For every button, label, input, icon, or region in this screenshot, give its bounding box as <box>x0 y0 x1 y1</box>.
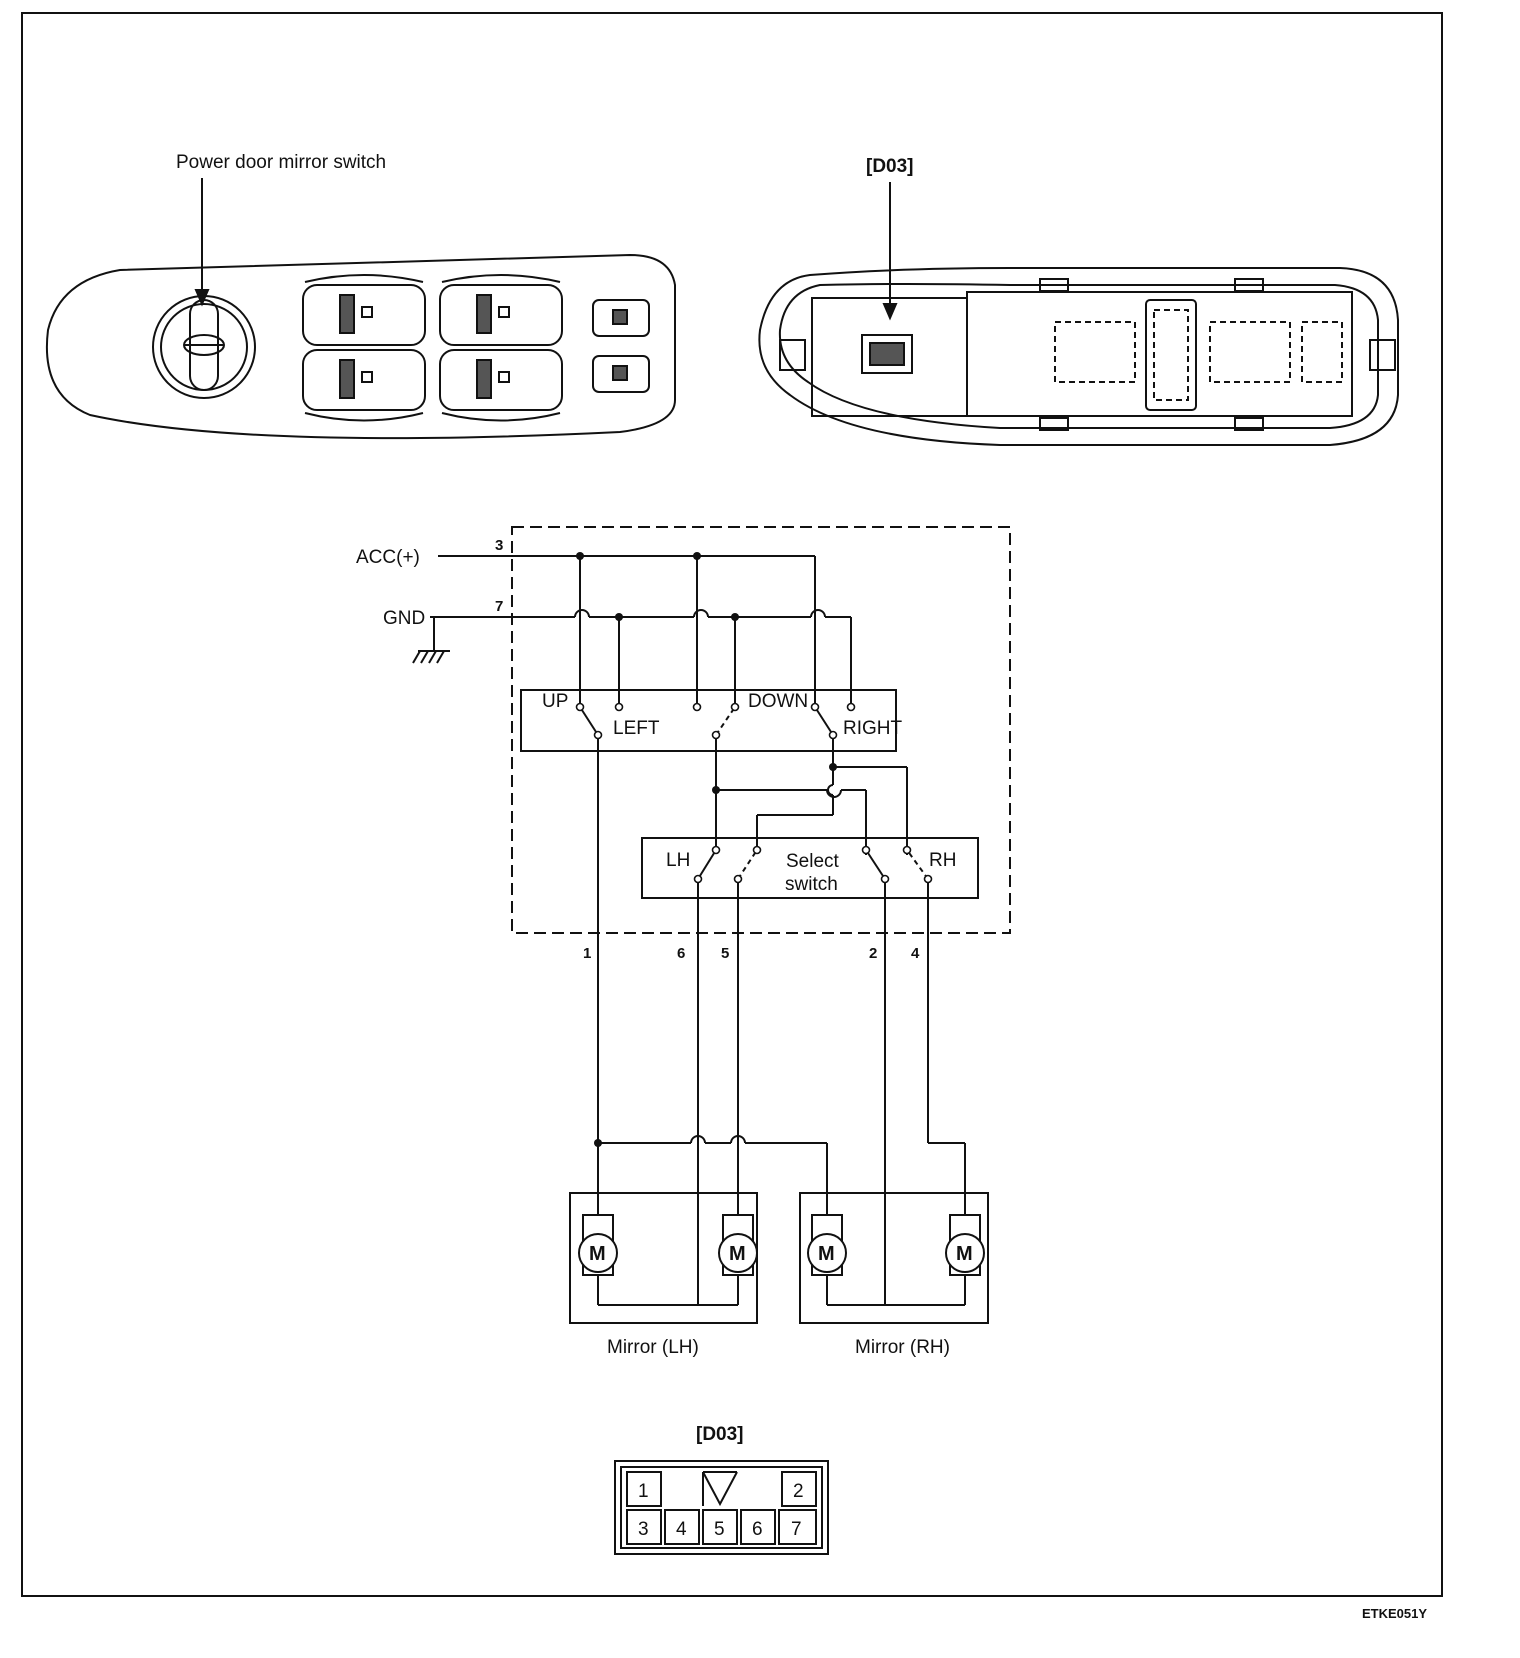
connector-cell-5: 5 <box>714 1519 725 1540</box>
output-pin-4: 4 <box>911 945 920 962</box>
connector-cell-1: 1 <box>638 1481 649 1502</box>
connector-label-top: [D03] <box>866 156 914 177</box>
connector-cell-2: 2 <box>793 1481 804 1502</box>
output-pin-6: 6 <box>677 945 685 962</box>
output-pin-2: 2 <box>869 945 877 962</box>
contact-terminals <box>575 702 933 884</box>
output-pin-5: 5 <box>721 945 729 962</box>
select-label: Select <box>786 851 840 872</box>
connector-cell-3: 3 <box>638 1519 649 1540</box>
acc-label: ACC(+) <box>356 547 420 568</box>
motor-label-3: M <box>818 1243 835 1265</box>
motor-label-2: M <box>729 1243 746 1265</box>
mirror-rh-label: Mirror (RH) <box>855 1337 950 1358</box>
motor-label-4: M <box>956 1243 973 1265</box>
right-label: RIGHT <box>843 718 903 739</box>
figure-frame <box>21 12 1443 1597</box>
up-label: UP <box>542 691 568 712</box>
mirror-switch-label: Power door mirror switch <box>176 152 386 173</box>
rh-label: RH <box>929 850 956 871</box>
gnd-pin: 7 <box>495 598 503 615</box>
acc-pin: 3 <box>495 537 503 554</box>
figure-code: ETKE051Y <box>1362 1606 1427 1621</box>
connector-cell-4: 4 <box>676 1519 687 1540</box>
junction-dots <box>576 552 837 1147</box>
switch-label: switch <box>785 874 838 895</box>
connector-cell-7: 7 <box>791 1519 802 1540</box>
door-switch-panel-rear <box>758 182 1399 446</box>
down-label: DOWN <box>748 691 808 712</box>
motor-label-1: M <box>589 1243 606 1265</box>
schematic-wiring <box>412 555 989 1324</box>
connector-cell-6: 6 <box>752 1519 763 1540</box>
connector-label-bottom: [D03] <box>696 1424 744 1445</box>
gnd-label: GND <box>383 608 425 629</box>
switch-assembly-boundary <box>511 526 1011 934</box>
connector-d03 <box>614 1460 829 1555</box>
lh-label: LH <box>666 850 690 871</box>
left-label: LEFT <box>613 718 660 739</box>
mirror-lh-label: Mirror (LH) <box>607 1337 699 1358</box>
output-pin-1: 1 <box>583 945 591 962</box>
door-switch-panel-front <box>46 178 676 440</box>
